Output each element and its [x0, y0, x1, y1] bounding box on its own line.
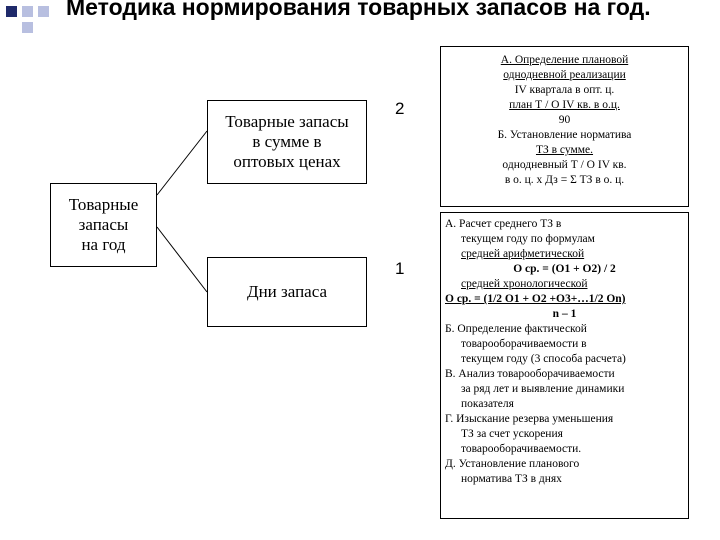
panel-bottom-line-15: ТЗ за счет ускорения	[461, 428, 563, 440]
panel-top-line-7: ТЗ в сумме.	[535, 144, 594, 156]
panel-bottom-line-14: Г. Изыскание резерва уменьшения	[445, 413, 614, 425]
stock-wholesale-line-3: оптовых ценах	[233, 152, 341, 171]
panel-bottom-line-4: О ср. = (О1 + О2) / 2	[513, 263, 616, 275]
panel-top-line-5: 90	[558, 114, 571, 126]
decor-square-1	[6, 6, 17, 17]
average-stock-panel: А. Расчет среднего ТЗ в текущем году по …	[440, 212, 689, 519]
annual-stock-line-1: Товарные	[68, 195, 139, 214]
decor-square-3	[38, 6, 49, 17]
panel-bottom-line-6: О ср. = (1/2 О1 + О2 +О3+…1/2 Оn)	[445, 293, 626, 305]
panel-top-line-8: однодневный Т / О IV кв.	[502, 159, 627, 171]
panel-bottom-line-13: показателя	[461, 398, 514, 410]
page-title: Методика нормирования товарных запасов н…	[66, 0, 651, 20]
panel-bottom-line-1: А. Расчет среднего ТЗ в	[445, 218, 562, 230]
panel-top-line-3: IV квартала в опт. ц.	[514, 84, 615, 96]
panel-bottom-line-17: Д. Установление планового	[445, 458, 580, 470]
panel-bottom-line-3: средней арифметической	[461, 248, 585, 260]
panel-bottom-line-7: n – 1	[552, 308, 577, 320]
panel-bottom-line-5: средней хронологической	[461, 278, 588, 290]
daily-sales-panel: А. Определение плановой однодневной реал…	[440, 46, 689, 207]
panel-bottom-line-9: товарооборачиваемости в	[461, 338, 587, 350]
panel-top-line-6: Б. Установление норматива	[497, 129, 632, 141]
decor-square-4	[22, 22, 33, 33]
panel-bottom-line-12: за ряд лет и выявление динамики	[461, 383, 625, 395]
panel-bottom-line-8: Б. Определение фактической	[445, 323, 587, 335]
annual-stock-line-2: запасы	[78, 215, 129, 234]
panel-bottom-line-11: В. Анализ товарооборачиваемости	[445, 368, 615, 380]
panel-top-line-4: план Т / О IV кв. в о.ц.	[509, 99, 620, 111]
decor-square-2	[22, 6, 33, 17]
step-number-1: 1	[395, 259, 405, 278]
panel-top-line-1: А. Определение плановой	[500, 54, 629, 66]
panel-top-line-9: в о. ц. х Дз = Σ ТЗ в о. ц.	[504, 174, 625, 186]
stock-days-box: Дни запаса	[207, 257, 367, 327]
panel-bottom-line-16: товарооборачиваемости.	[461, 443, 582, 455]
stock-days-label: Дни запаса	[246, 282, 328, 301]
panel-bottom-line-2: текущем году по формулам	[461, 233, 595, 245]
stock-wholesale-line-1: Товарные запасы	[225, 112, 349, 131]
connector-left-top	[156, 130, 208, 196]
panel-bottom-line-10: текущем году (3 способа расчета)	[461, 353, 626, 365]
panel-top-line-2: однодневной реализации	[503, 69, 626, 81]
step-number-2: 2	[395, 99, 405, 118]
annual-stock-line-3: на год	[81, 235, 126, 254]
panel-bottom-line-18: норматива ТЗ в днях	[461, 473, 562, 485]
annual-stock-box: Товарные запасы на год	[50, 183, 157, 267]
stock-wholesale-line-2: в сумме в	[252, 132, 322, 151]
connector-left-bottom	[156, 226, 208, 293]
stock-wholesale-box: Товарные запасы в сумме в оптовых ценах	[207, 100, 367, 184]
